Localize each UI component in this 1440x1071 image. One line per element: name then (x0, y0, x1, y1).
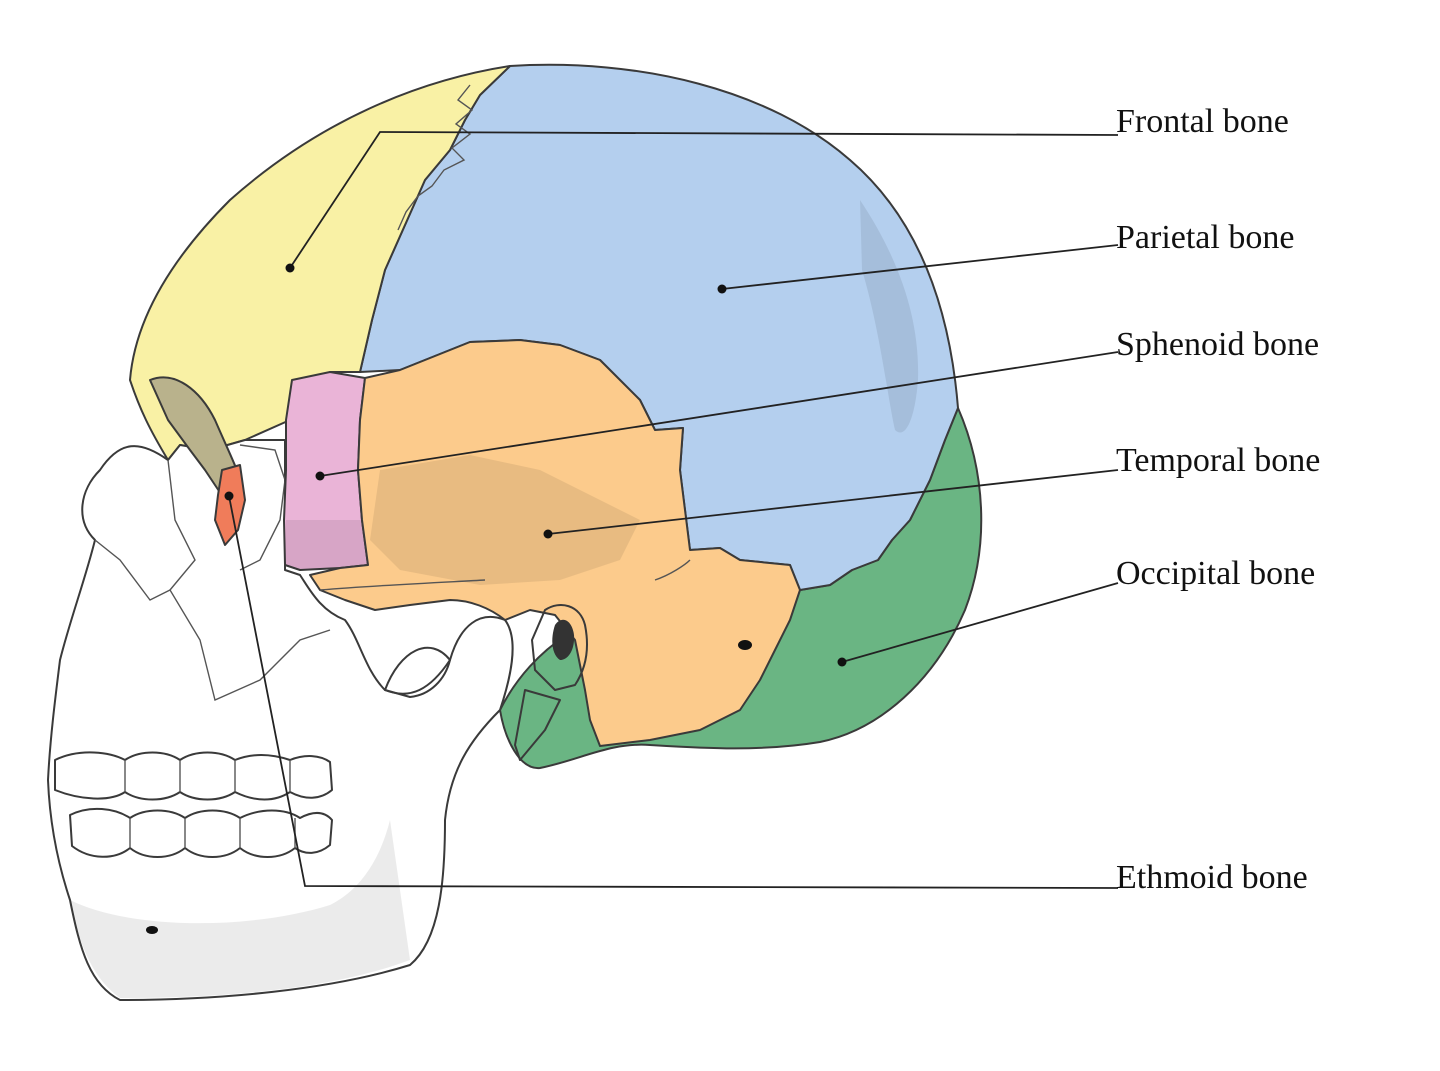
occipital-dot (837, 657, 847, 667)
temporal-dot (543, 529, 553, 539)
label-sphenoid-bone: Sphenoid bone (1116, 326, 1319, 363)
sphenoid-leader (319, 351, 1119, 477)
labels: Frontal bone Parietal bone Sphenoid bone… (1116, 103, 1320, 896)
temporal-bone-region (309, 339, 801, 747)
leader-lines (224, 131, 1119, 889)
ethmoid-leader (228, 495, 1119, 889)
frontal-leader (289, 131, 1119, 269)
label-ethmoid-bone: Ethmoid bone (1116, 859, 1308, 896)
sphenoid-dot (315, 471, 325, 481)
parietal-leader (721, 244, 1119, 290)
label-parietal-bone: Parietal bone (1116, 219, 1294, 256)
label-frontal-bone: Frontal bone (1116, 103, 1289, 140)
ethmoid-dot (224, 491, 234, 501)
parietal-dot (717, 284, 727, 294)
temporal-leader (547, 469, 1119, 535)
occipital-leader (841, 582, 1119, 663)
label-occipital-bone: Occipital bone (1116, 555, 1315, 592)
label-temporal-bone: Temporal bone (1116, 442, 1320, 479)
frontal-dot (285, 263, 295, 273)
